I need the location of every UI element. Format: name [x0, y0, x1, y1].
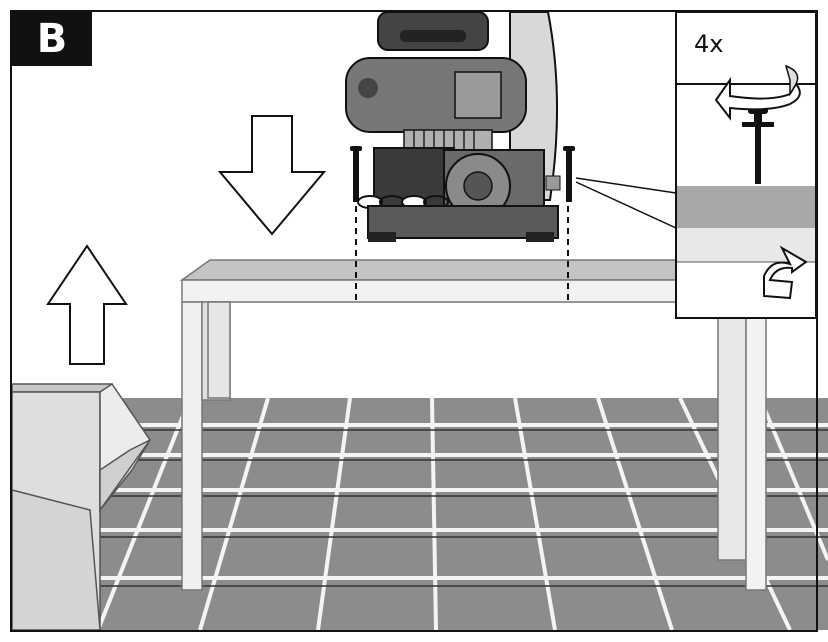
arrow-down-icon — [220, 116, 324, 234]
step-label: B — [12, 12, 92, 66]
screw-quantity-label: 4x — [694, 30, 723, 58]
callout-leader — [576, 178, 676, 228]
arrow-up-icon — [48, 246, 126, 364]
cut-off-saw — [346, 12, 560, 242]
